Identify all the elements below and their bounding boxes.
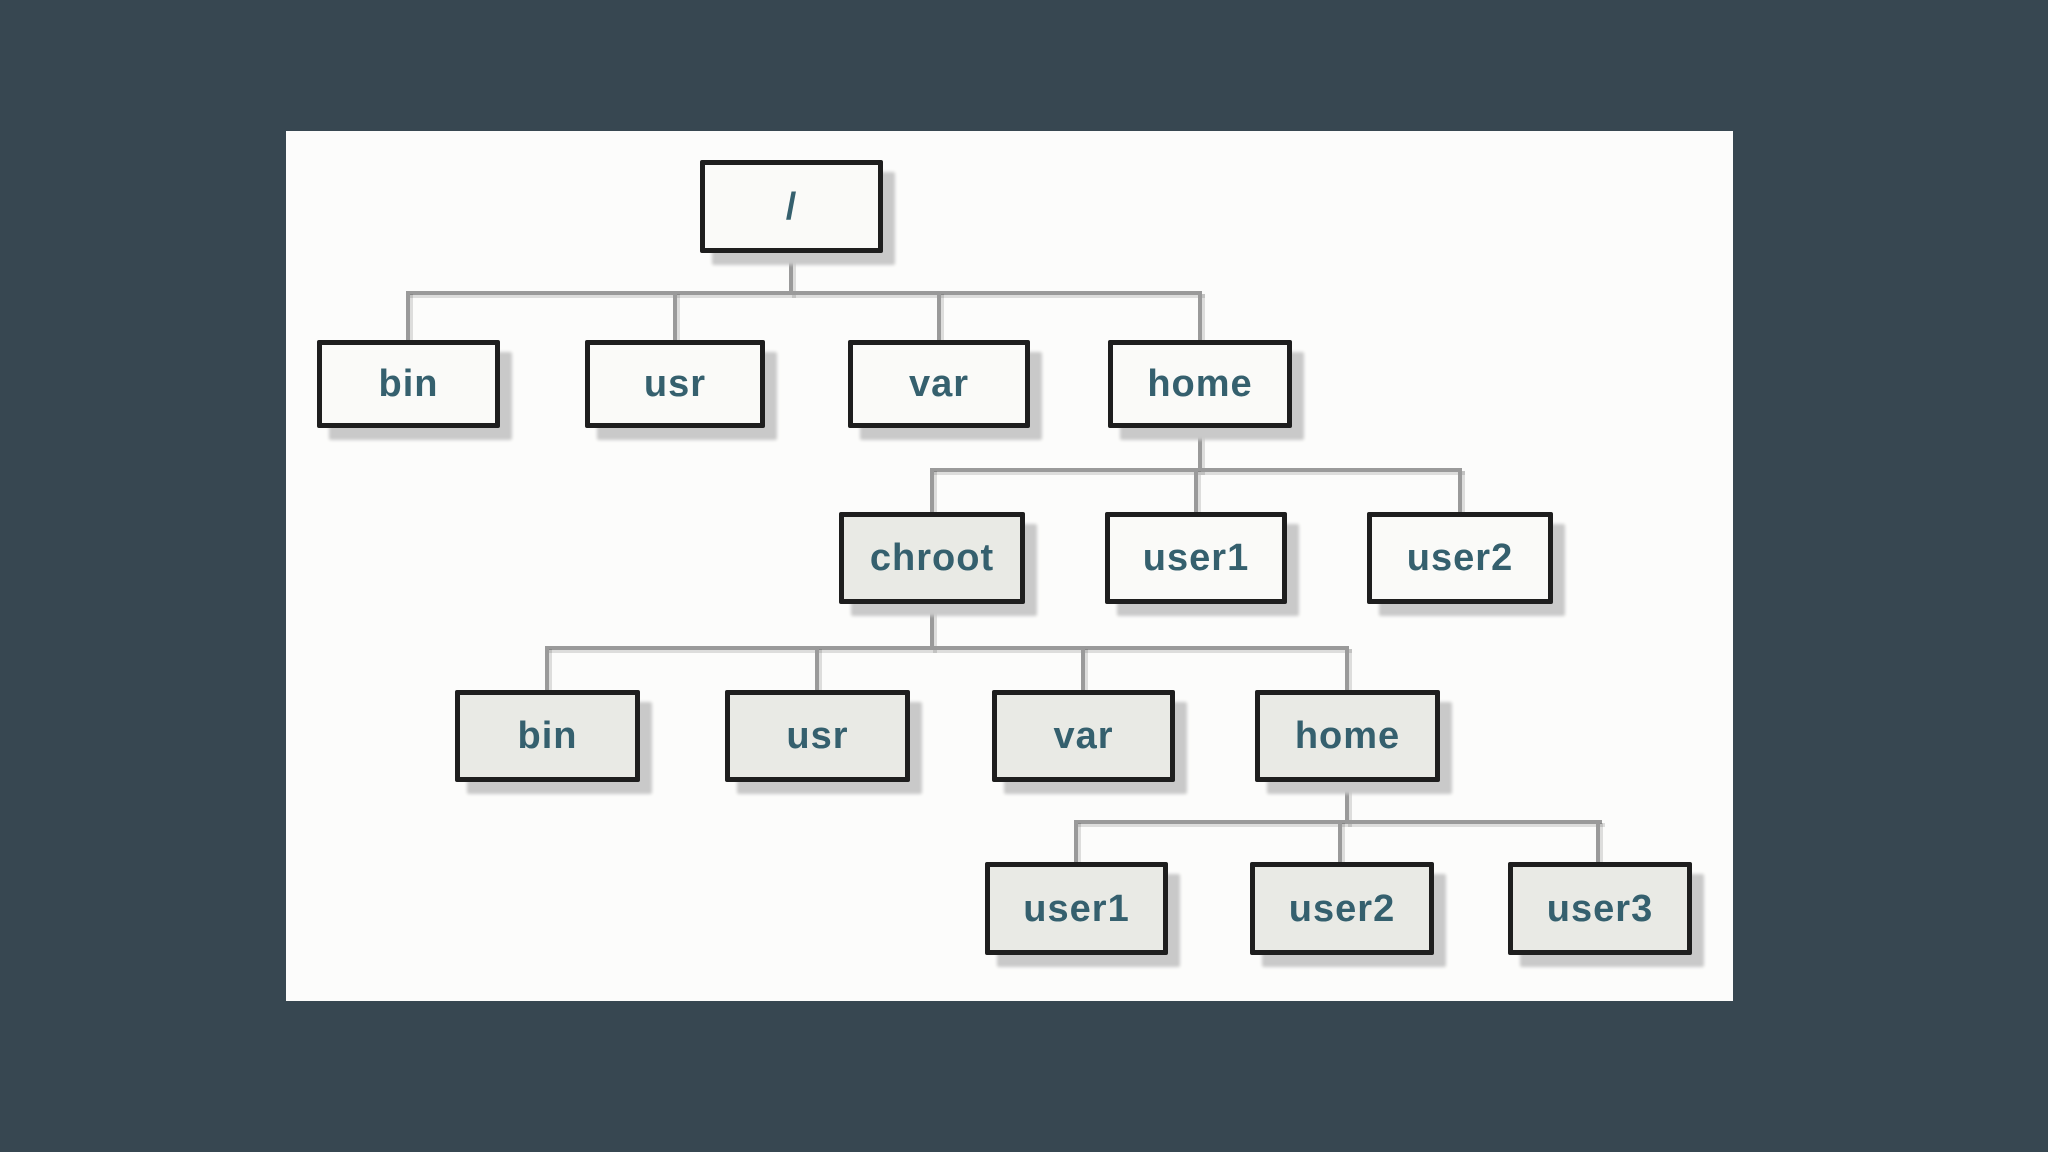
tree-node-user3-chroot: user3 bbox=[1508, 862, 1692, 955]
tree-node-label: bin bbox=[378, 363, 439, 405]
tree-node-var-level1: var bbox=[848, 340, 1030, 428]
connector-stub-user2a bbox=[1458, 468, 1462, 512]
tree-node-user1-level2: user1 bbox=[1105, 512, 1287, 604]
connector-stub-user2b bbox=[1338, 820, 1342, 862]
tree-node-label: user3 bbox=[1546, 887, 1654, 930]
tree-node-label: / bbox=[785, 185, 798, 228]
connector-stub-bin2 bbox=[545, 646, 549, 690]
connector-stub-user1b bbox=[1074, 820, 1078, 862]
tree-node-user1-chroot: user1 bbox=[985, 862, 1168, 955]
connector-stub-home2 bbox=[1345, 646, 1349, 690]
connector-stub-chroot bbox=[930, 468, 934, 512]
connector-stub-usr2 bbox=[815, 646, 819, 690]
connector-stub-user3b bbox=[1596, 820, 1600, 862]
tree-node-label: home bbox=[1147, 363, 1253, 405]
connector-stub-bin1 bbox=[406, 291, 410, 340]
tree-node-label: user1 bbox=[1142, 537, 1250, 579]
connector-home1-down bbox=[1198, 428, 1202, 472]
tree-node-label: var bbox=[1053, 715, 1114, 757]
tree-node-label: user2 bbox=[1406, 537, 1514, 579]
tree-node-label: bin bbox=[517, 715, 578, 757]
tree-node-label: usr bbox=[786, 715, 849, 757]
tree-node-bin-chroot: bin bbox=[455, 690, 640, 782]
tree-node-label: user1 bbox=[1023, 887, 1130, 930]
connector-stub-home1 bbox=[1198, 291, 1202, 340]
tree-node-chroot: chroot bbox=[839, 512, 1025, 604]
connector-stub-var2 bbox=[1081, 646, 1085, 690]
connector-level1-bus bbox=[406, 291, 1202, 295]
tree-node-label: chroot bbox=[869, 537, 995, 579]
connector-stub-usr1 bbox=[673, 291, 677, 340]
tree-node-user2-level2: user2 bbox=[1367, 512, 1553, 604]
tree-node-user2-chroot: user2 bbox=[1250, 862, 1434, 955]
connector-stub-var1 bbox=[937, 291, 941, 340]
tree-node-var-chroot: var bbox=[992, 690, 1175, 782]
tree-node-usr-chroot: usr bbox=[725, 690, 910, 782]
tree-node-label: home bbox=[1294, 715, 1401, 757]
tree-node-label: var bbox=[908, 363, 970, 405]
connector-root-down bbox=[789, 253, 793, 295]
tree-node-root: / bbox=[700, 160, 883, 253]
filesystem-tree-diagram: / bin usr var home chroot user1 user2 bi… bbox=[286, 131, 1733, 1001]
connector-level3-bus bbox=[545, 646, 1349, 650]
tree-node-usr-level1: usr bbox=[585, 340, 765, 428]
tree-node-home-chroot: home bbox=[1255, 690, 1440, 782]
connector-stub-user1a bbox=[1194, 468, 1198, 512]
tree-node-home-level1: home bbox=[1108, 340, 1292, 428]
tree-node-bin-level1: bin bbox=[317, 340, 500, 428]
tree-node-label: user2 bbox=[1288, 887, 1396, 930]
tree-node-label: usr bbox=[643, 363, 707, 405]
connector-chroot-down bbox=[930, 604, 934, 650]
connector-home2-down bbox=[1345, 782, 1349, 824]
